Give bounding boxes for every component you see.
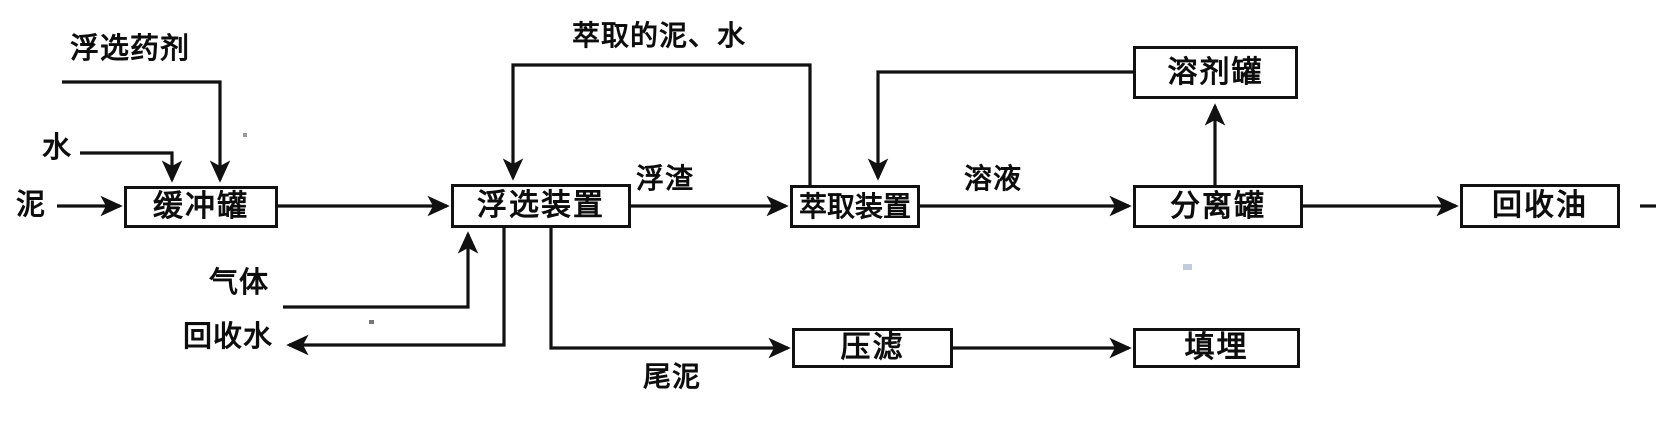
label-flotation-reagent: 浮选药剂 <box>70 31 191 65</box>
node-extraction-unit[interactable]: 萃取装置 <box>790 185 920 228</box>
node-label-separation-tank: 分离罐 <box>1170 188 1266 224</box>
edge-gas-to-flotation <box>283 231 479 309</box>
node-label-recovered-oil: 回收油 <box>1492 188 1588 223</box>
edge-extraction-to-flotation <box>502 63 812 185</box>
node-recovered-oil[interactable]: 回收油 <box>1460 184 1620 228</box>
node-buffer-tank[interactable]: 缓冲罐 <box>124 186 278 228</box>
scan-speck-3 <box>369 320 374 324</box>
label-sludge-in: 泥 <box>16 187 47 221</box>
node-label-solvent-tank: 溶剂罐 <box>1167 54 1264 90</box>
label-float-scum: 浮渣 <box>636 162 695 195</box>
node-solvent-tank[interactable]: 溶剂罐 <box>1133 46 1298 99</box>
edge-flotation-to-recovered-water <box>286 228 506 356</box>
node-landfill[interactable]: 填埋 <box>1133 328 1300 368</box>
label-tail-mud: 尾泥 <box>643 360 702 393</box>
label-gas-in: 气体 <box>209 265 270 299</box>
label-water-in: 水 <box>42 130 73 164</box>
node-label-landfill: 填埋 <box>1184 330 1249 365</box>
label-solution: 溶液 <box>964 162 1023 195</box>
scan-speck-1 <box>1183 264 1192 270</box>
node-separation-tank[interactable]: 分离罐 <box>1133 185 1303 228</box>
label-extracted-mud-water: 萃取的泥、水 <box>572 19 747 52</box>
edge-solvent-to-extraction <box>867 70 1133 181</box>
scan-speck-2 <box>243 133 247 137</box>
edge-flotation-to-press-filter <box>549 228 791 359</box>
node-label-extraction-unit: 萃取装置 <box>798 189 911 223</box>
node-label-buffer-tank: 缓冲罐 <box>153 189 249 224</box>
node-press-filter[interactable]: 压滤 <box>792 328 953 368</box>
label-recovered-water: 回收水 <box>183 319 274 353</box>
node-flotation-unit[interactable]: 浮选装置 <box>451 184 631 228</box>
edge-reagent-to-buffer <box>62 80 231 183</box>
node-label-press-filter: 压滤 <box>840 330 905 365</box>
edge-water-to-buffer <box>80 151 183 183</box>
node-label-flotation-unit: 浮选装置 <box>477 188 605 223</box>
